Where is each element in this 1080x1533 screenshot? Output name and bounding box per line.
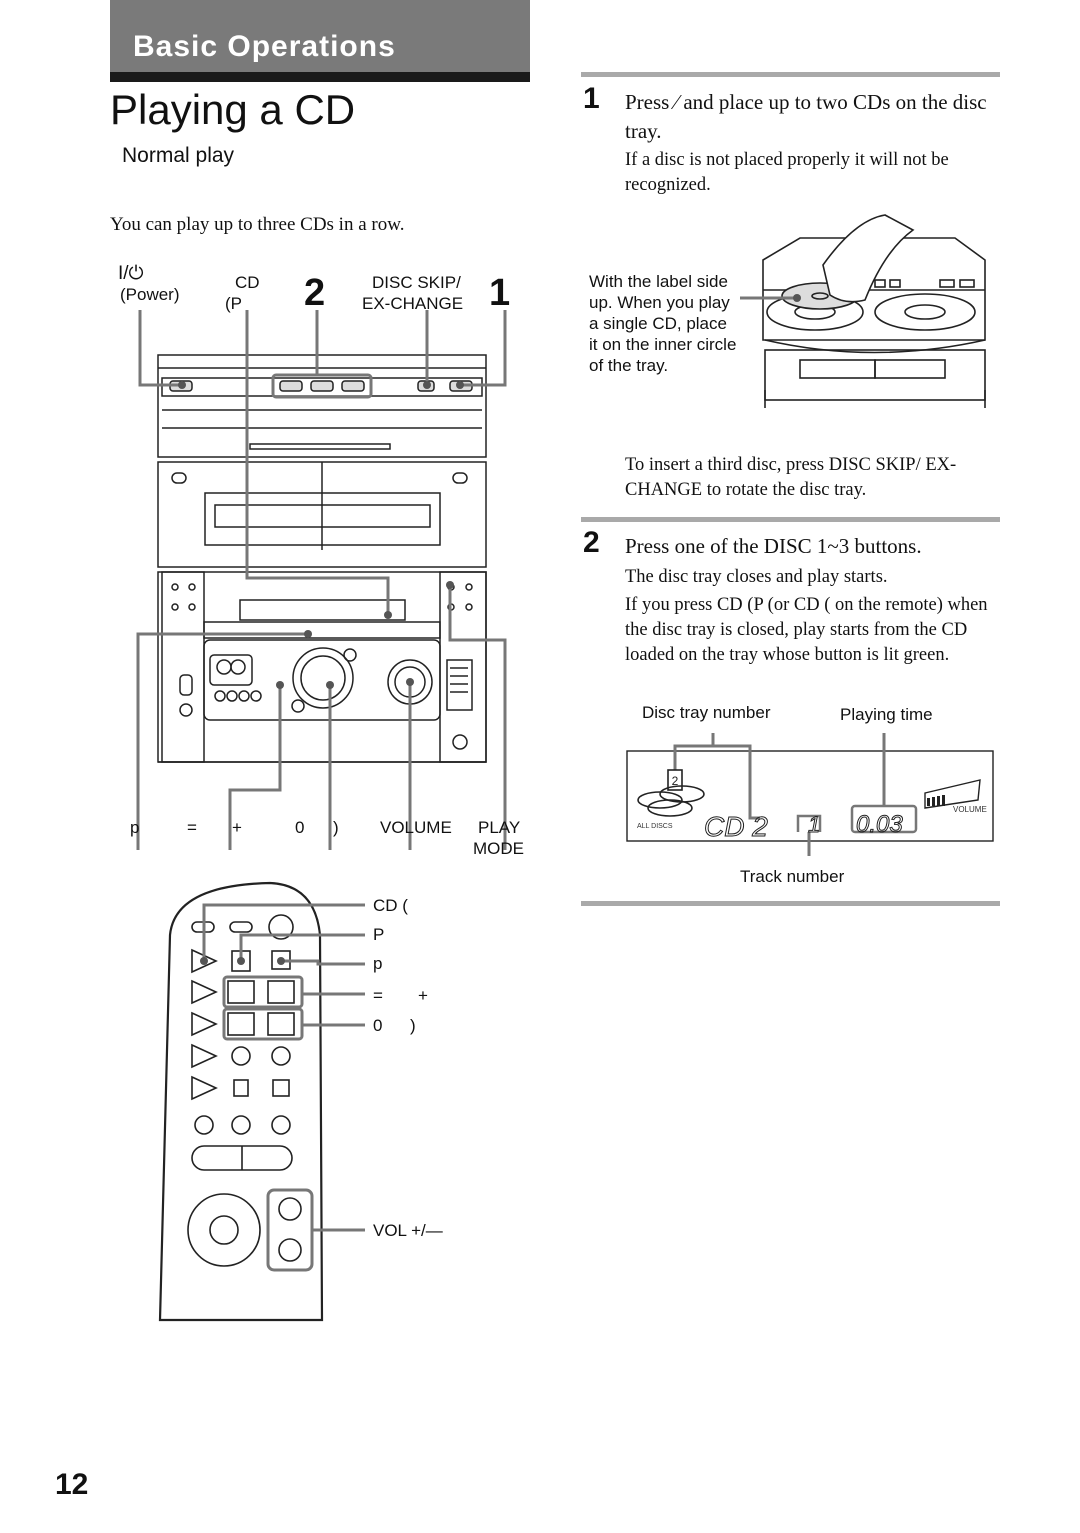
- stop-label: p: [130, 818, 140, 837]
- section-title: Basic Operations: [133, 30, 396, 63]
- track-number-label: Track number: [740, 867, 845, 886]
- prev-label: =: [187, 818, 197, 837]
- disc-placement-callout: With the label side up. When you play a …: [589, 272, 737, 375]
- power-symbol-label: I/⏻: [118, 263, 144, 284]
- remote-illustration: [158, 881, 365, 1322]
- step2-number: 2: [583, 526, 600, 559]
- step2-instruction: Press one of the DISC 1~3 buttons.: [625, 534, 922, 558]
- callout-number-2: 2: [304, 272, 326, 314]
- step1-instruction: Press ⁄ and place up to two CDs on the d…: [625, 90, 987, 143]
- cd-label: CD: [235, 273, 260, 292]
- step2-rule: [581, 517, 1000, 522]
- disc-icon-number: 2: [672, 774, 679, 788]
- step2-note2: If you press CD (P (or CD ( on the remot…: [625, 595, 988, 665]
- page-subtitle: Normal play: [122, 144, 235, 167]
- segment-cd-text: CD 2: [704, 811, 768, 842]
- playing-time-label: Playing time: [840, 705, 933, 724]
- rewind-label: 0: [295, 818, 305, 837]
- next-label: +: [232, 818, 242, 837]
- section-header-band: [110, 0, 530, 72]
- disc-tray-number-label: Disc tray number: [642, 703, 771, 722]
- section-end-rule: [581, 901, 1000, 906]
- ff-label: ): [333, 818, 339, 837]
- step1-tip: To insert a third disc, press DISC SKIP/…: [625, 455, 957, 500]
- remote-vol-label: VOL +/—: [373, 1221, 443, 1240]
- intro-text: You can play up to three CDs in a row.: [110, 214, 405, 235]
- all-discs-text: ALL DISCS: [637, 823, 673, 830]
- remote-play-label: P: [373, 925, 385, 944]
- disc-skip-label: DISC SKIP/: [372, 273, 461, 292]
- callout-number-1: 1: [489, 272, 511, 314]
- remote-next-label: +: [418, 986, 428, 1005]
- step1-note: If a disc is not placed properly it will…: [625, 150, 949, 195]
- play-mode-label-1: PLAY: [478, 818, 521, 837]
- remote-stop-label: p: [373, 954, 383, 973]
- page-number: 12: [55, 1468, 89, 1501]
- step1-number: 1: [583, 82, 600, 115]
- page-title: Playing a CD: [110, 86, 356, 133]
- disc-tray-illustration: [740, 214, 986, 408]
- step1-rule: [581, 72, 1000, 77]
- cd-play-label: (P: [225, 294, 242, 313]
- play-mode-label-2: MODE: [473, 839, 524, 858]
- segment-time-text: 0.03: [856, 811, 903, 838]
- exchange-label: EX-CHANGE: [362, 294, 464, 313]
- main-unit-illustration: [136, 310, 507, 850]
- step2-note1: The disc tray closes and play starts.: [625, 567, 888, 587]
- remote-ff-label: ): [410, 1016, 416, 1035]
- segment-track-text: 1: [808, 812, 820, 837]
- power-label: (Power): [120, 285, 180, 304]
- display-volume-text: VOLUME: [953, 805, 987, 814]
- remote-prev-label: =: [373, 986, 383, 1005]
- remote-cd-label: CD (: [373, 896, 408, 915]
- volume-label: VOLUME: [380, 818, 452, 837]
- section-header-rule: [110, 72, 530, 82]
- remote-rewind-label: 0: [373, 1016, 383, 1035]
- cd-display-illustration: 2 ALL DISCS CD 2 1 0.03 VOLUME: [626, 733, 994, 856]
